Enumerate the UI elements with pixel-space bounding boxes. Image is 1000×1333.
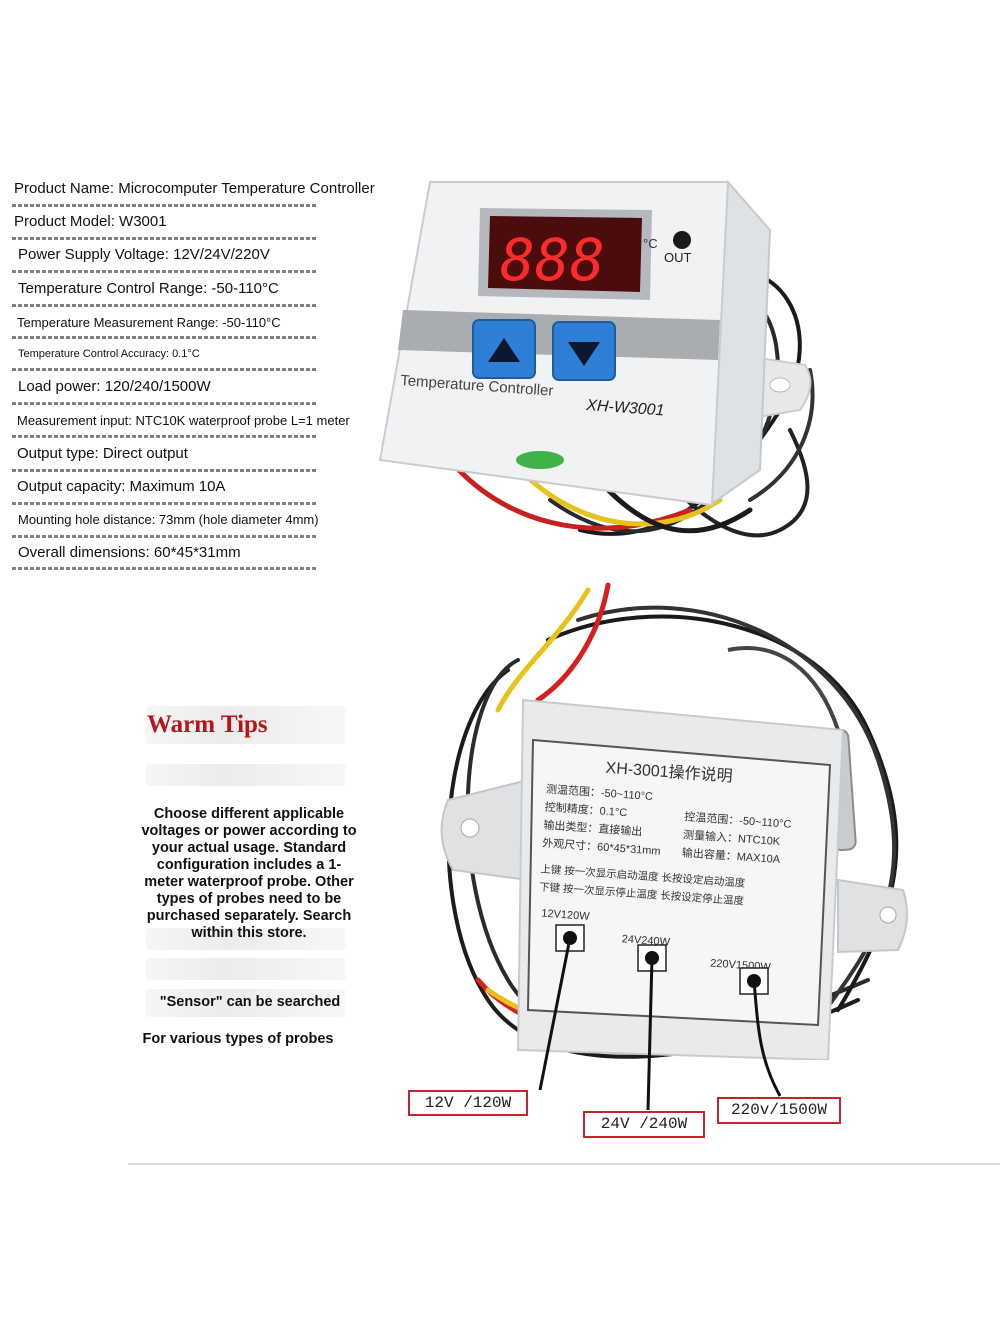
divider [12, 435, 318, 438]
callout-12v-text: 12V /120W [424, 1094, 512, 1112]
callout-24v-text: 24V /240W [600, 1115, 688, 1133]
spec-product-model: Product Model: W3001 [14, 213, 167, 230]
down-arrow-icon [568, 342, 600, 366]
faded-background-band [146, 764, 346, 786]
divider [12, 336, 318, 339]
callout-12v: 12V /120W [408, 1090, 528, 1116]
warm-tips-title: Warm Tips [147, 711, 268, 738]
faded-background-band [146, 958, 346, 980]
warm-tips-body: Choose different applicable voltages or … [141, 806, 357, 941]
up-arrow-icon [488, 338, 520, 362]
sensor-search-note: "Sensor" can be searched [159, 994, 341, 1010]
faded-background-band [146, 706, 346, 744]
controller-back-image: XH-3001操作说明 测温范围：-50~110°C 控制精度：0.1°C 输出… [440, 582, 908, 1060]
down-button[interactable] [552, 321, 616, 381]
callout-220v-text: 220v/1500W [730, 1101, 827, 1119]
spec-power-voltage: Power Supply Voltage: 12V/24V/220V [18, 246, 270, 263]
spec-load-power: Load power: 120/240/1500W [18, 378, 211, 395]
spec-control-accuracy: Temperature Control Accuracy: 0.1°C [18, 348, 200, 360]
celsius-unit-label: °C [643, 236, 658, 251]
up-button[interactable] [472, 319, 536, 379]
divider [12, 469, 318, 472]
spec-measurement-range: Temperature Measurement Range: -50-110°C [17, 315, 281, 330]
spec-measurement-input: Measurement input: NTC10K waterproof pro… [17, 413, 350, 428]
green-sticker [516, 451, 564, 469]
terminal-12v-label: 12V120W [541, 908, 591, 923]
probe-types-note: For various types of probes [142, 1031, 334, 1047]
panel-model-label: XH-W3001 [585, 397, 665, 419]
divider [12, 204, 318, 207]
divider [12, 270, 318, 273]
faded-background-band [146, 928, 346, 950]
divider [12, 304, 318, 307]
divider [12, 402, 318, 405]
divider [12, 535, 318, 538]
output-indicator-led [673, 231, 691, 249]
spec-control-range: Temperature Control Range: -50-110°C [18, 280, 279, 297]
bottom-divider [128, 1163, 1000, 1165]
callout-220v: 220v/1500W [717, 1097, 841, 1124]
faded-background-band [146, 989, 346, 1017]
spec-overall-dimensions: Overall dimensions: 60*45*31mm [18, 544, 241, 561]
terminal-12v [555, 924, 585, 952]
spec-product-name: Product Name: Microcomputer Temperature … [14, 180, 375, 197]
controller-front-image: 888 °C OUT Temperature Controller XH-W30… [378, 179, 815, 538]
spec-output-type: Output type: Direct output [17, 445, 188, 462]
divider [12, 567, 318, 570]
callout-24v: 24V /240W [583, 1111, 705, 1138]
divider [12, 368, 318, 371]
divider [12, 502, 318, 505]
spec-mounting-hole: Mounting hole distance: 73mm (hole diame… [18, 512, 319, 527]
spec-output-capacity: Output capacity: Maximum 10A [17, 478, 226, 495]
divider [12, 237, 318, 240]
out-label: OUT [664, 250, 692, 265]
temperature-display-digits: 888 [500, 226, 605, 294]
